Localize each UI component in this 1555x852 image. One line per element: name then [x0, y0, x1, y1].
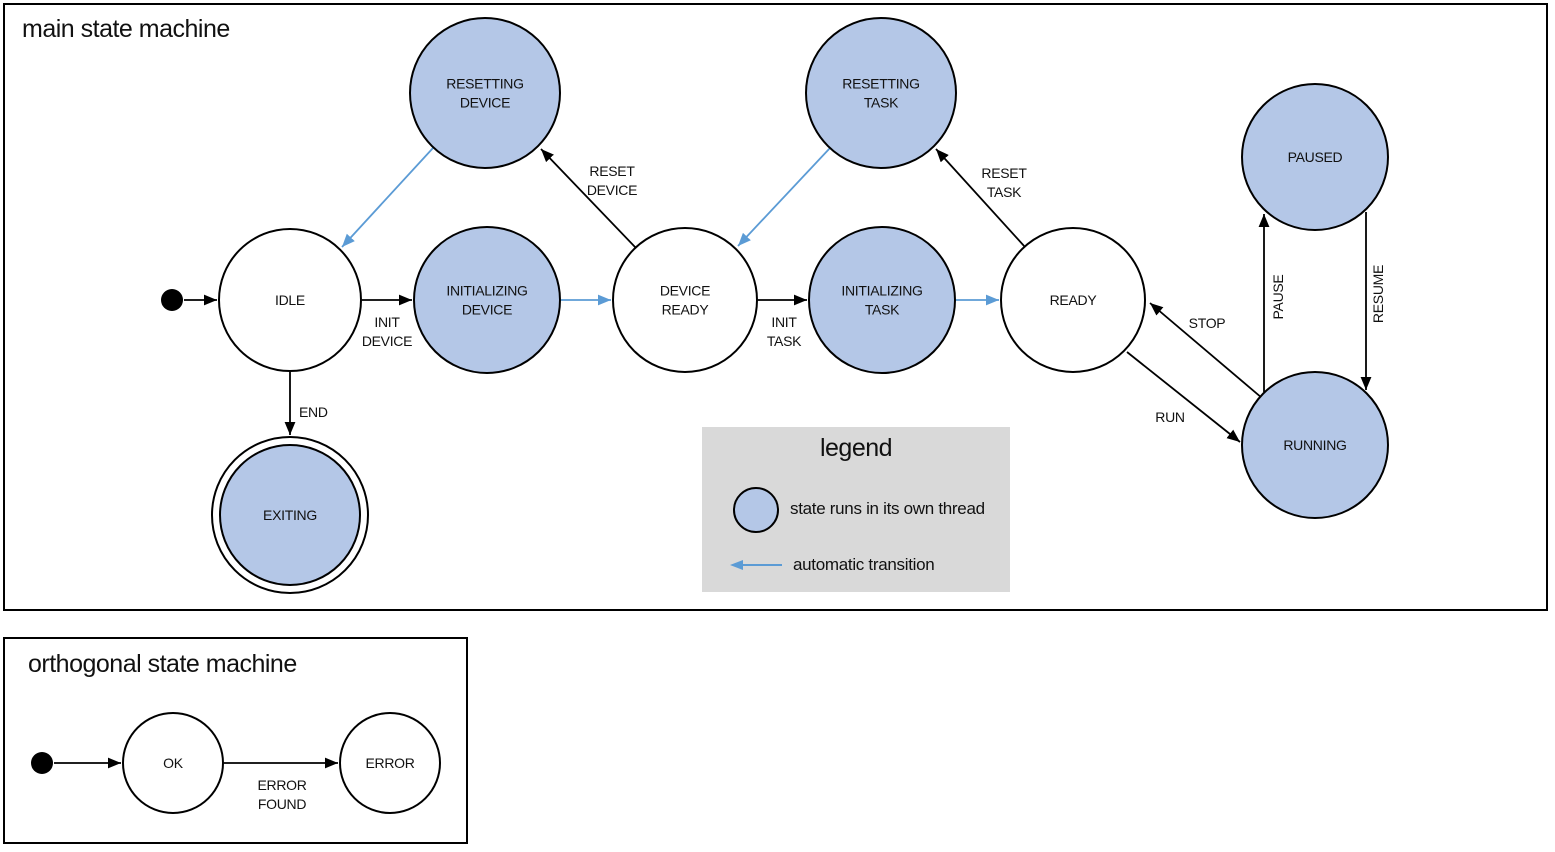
state-circle [1000, 227, 1146, 373]
automatic-transition-arrow [341, 147, 434, 248]
automatic-transition-arrow-icon [730, 558, 784, 577]
state-ok: OK [122, 712, 224, 814]
orthogonal-machine-title: orthogonal state machine [28, 650, 297, 678]
state-circle [339, 712, 441, 814]
transition-arrow [935, 148, 1026, 248]
transition-label: RESUME [1370, 265, 1386, 323]
transition-run: RUN [1126, 351, 1241, 443]
transition-arrow [540, 148, 637, 249]
automatic-transition-arrow [737, 147, 831, 247]
state-label: IDLE [275, 292, 305, 308]
state-circle [413, 226, 561, 374]
legend-item-label: state runs in its own thread [790, 499, 985, 518]
state-label: PAUSED [1288, 149, 1343, 165]
orthogonal-state-machine-frame [3, 637, 468, 844]
state-circle [218, 228, 362, 372]
transition-resume: RESUME [1360, 212, 1386, 390]
transition-arrow [1126, 351, 1241, 443]
legend-title: legend [819, 434, 893, 462]
state-paused: PAUSED [1241, 83, 1389, 231]
transition-label: PAUSE [1270, 275, 1286, 320]
initial-state-marker [161, 289, 183, 311]
transition-stop: STOP [1149, 302, 1263, 399]
transition-resetting-device-to-idle [341, 147, 434, 248]
state-label: RUNNING [1283, 437, 1346, 453]
state-exiting: EXITING [211, 436, 369, 594]
transition-label: END [299, 404, 328, 420]
state-label: READY [1050, 292, 1098, 308]
state-circle [409, 17, 561, 169]
state-ready: READY [1000, 227, 1146, 373]
state-idle: IDLE [218, 228, 362, 372]
transition-label: STOP [1189, 315, 1226, 331]
state-label: ERROR [365, 755, 414, 771]
threaded-state-icon [733, 487, 779, 533]
transition-label: RUN [1155, 409, 1184, 425]
state-label: OK [163, 755, 184, 771]
legend-item-label: automatic transition [793, 555, 935, 574]
state-circle [219, 444, 361, 586]
transition-pause: PAUSE [1258, 214, 1286, 392]
legend: legend state runs in its own thread auto… [702, 427, 1010, 592]
state-error: ERROR [339, 712, 441, 814]
initial-state-marker [31, 752, 53, 774]
transition-resetting-task-to-device-ready [737, 147, 831, 247]
state-circle [805, 17, 957, 169]
transition-end: END [284, 372, 328, 435]
state-circle [612, 227, 758, 373]
state-running: RUNNING [1241, 371, 1389, 519]
state-circle [122, 712, 224, 814]
state-circle [1241, 83, 1389, 231]
state-circle [808, 226, 956, 374]
state-circle [1241, 371, 1389, 519]
transition-arrow [1149, 302, 1263, 399]
main-state-machine-frame [3, 3, 1548, 611]
main-machine-title: main state machine [22, 15, 230, 43]
state-label: EXITING [263, 507, 317, 523]
